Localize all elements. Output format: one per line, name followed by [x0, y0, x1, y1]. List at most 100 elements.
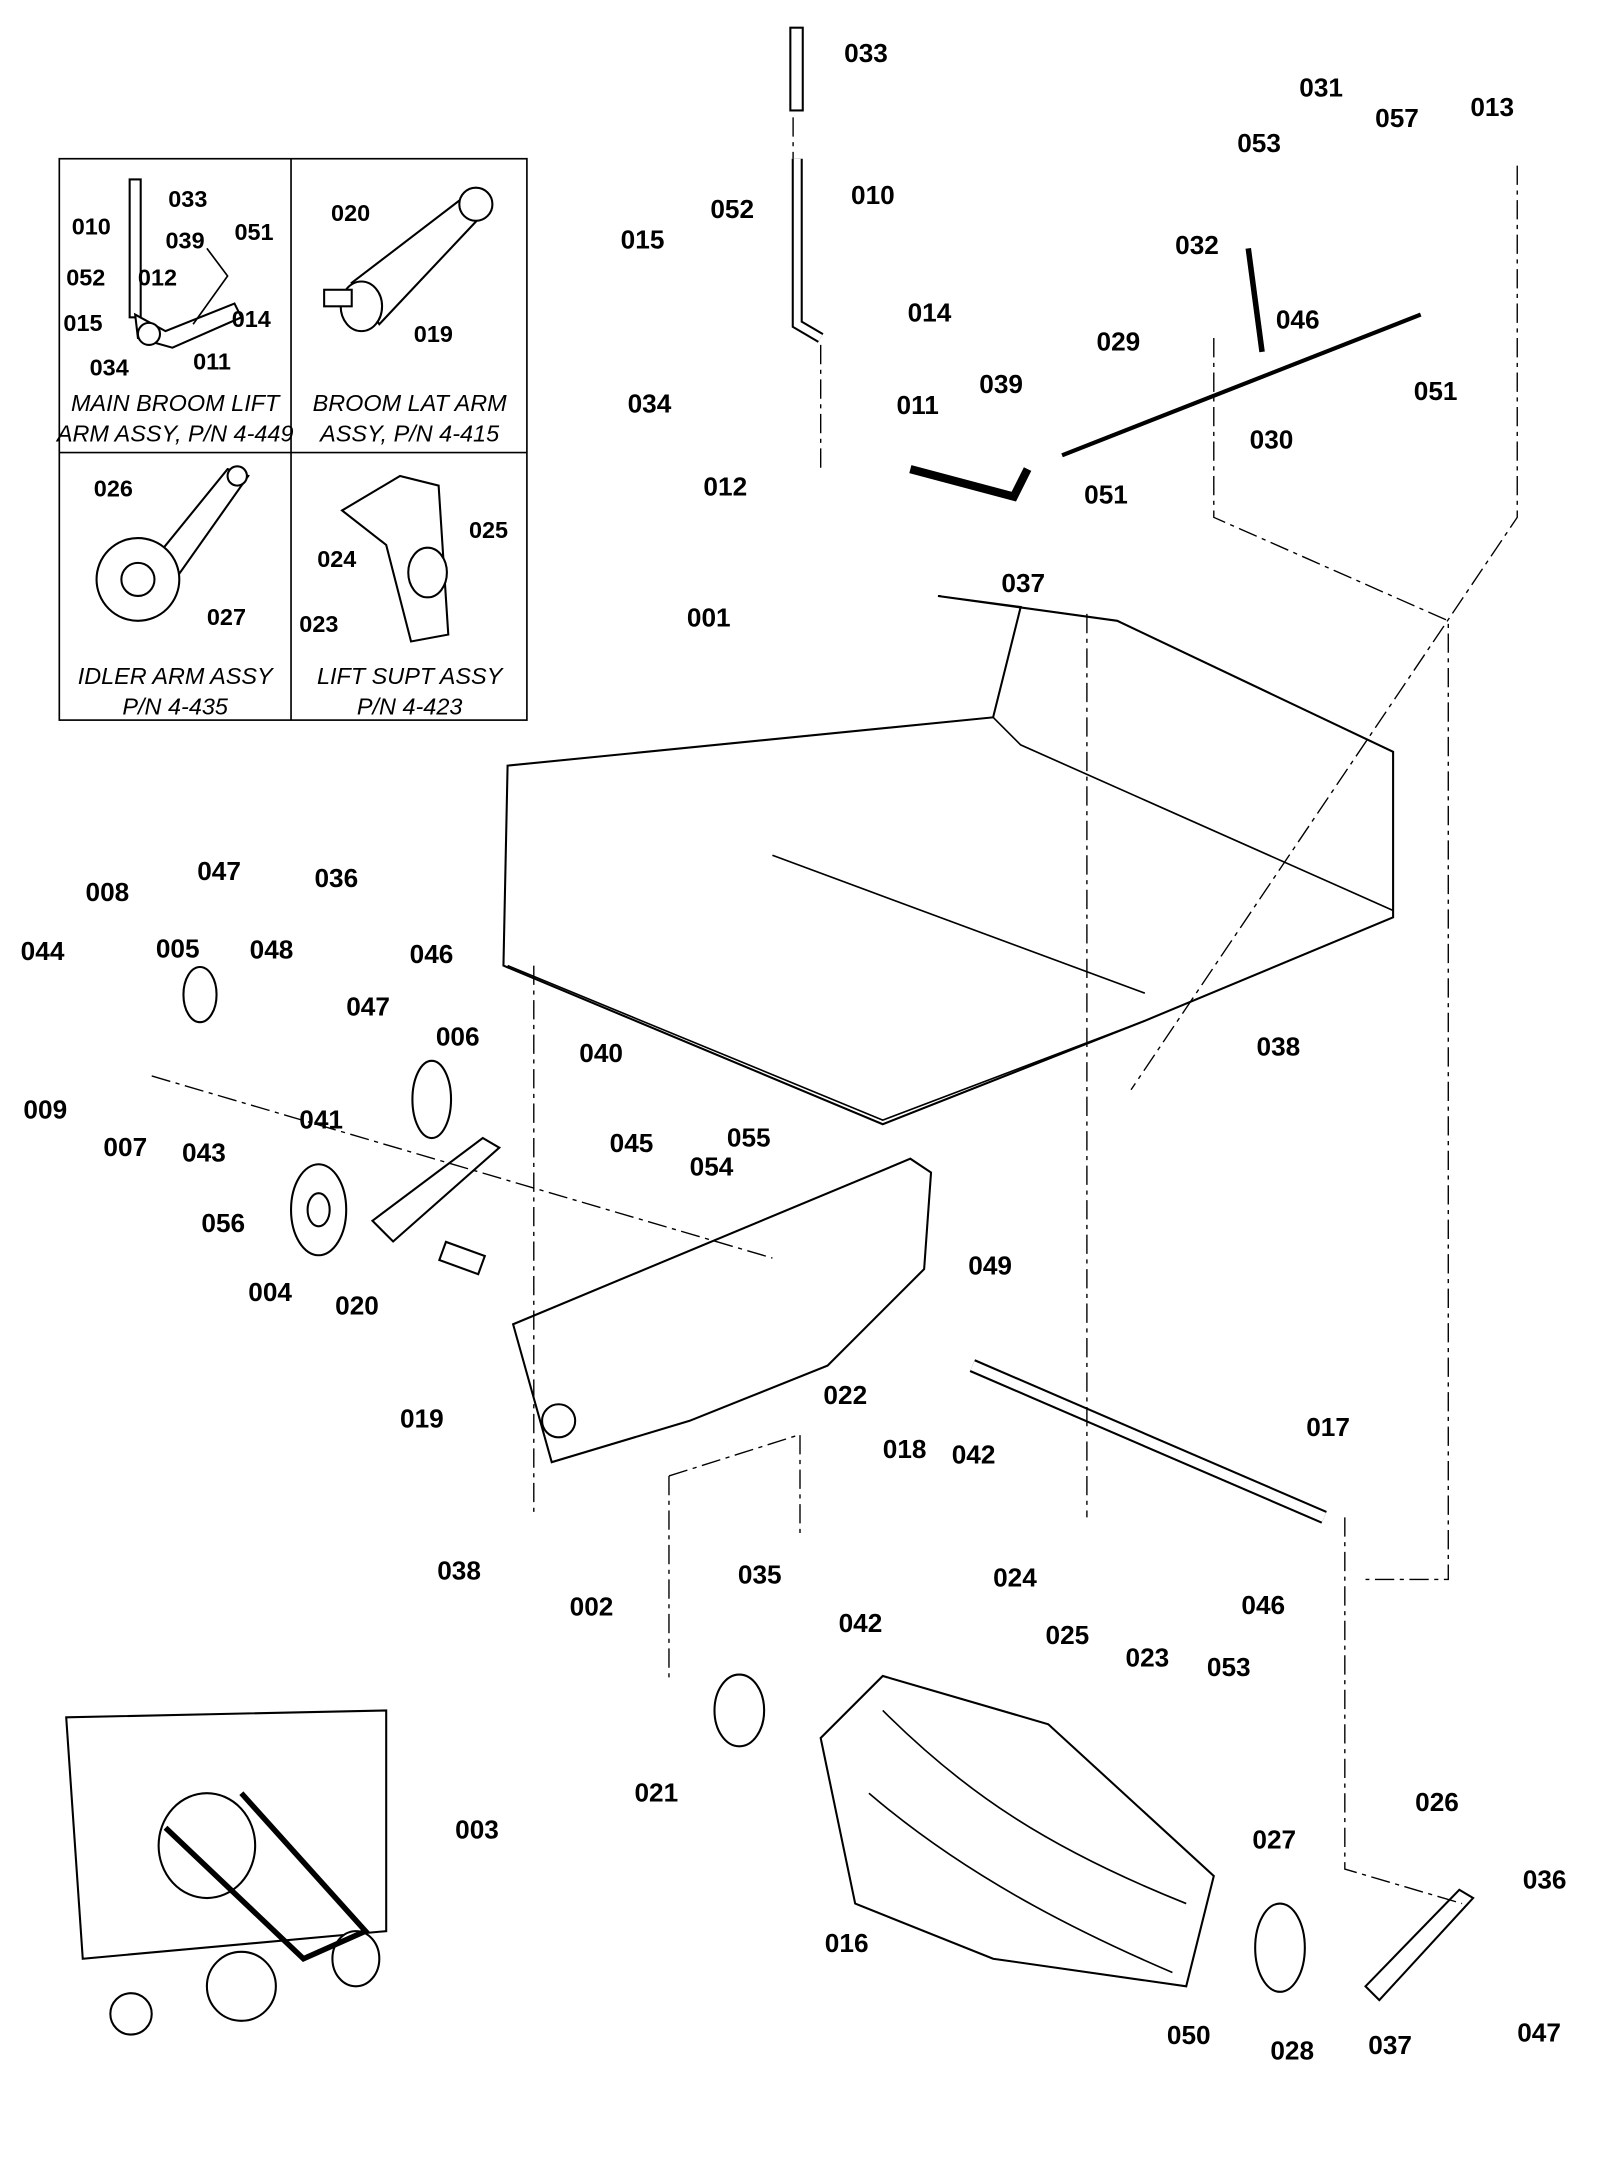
inset-caption: MAIN BROOM LIFT [71, 390, 281, 416]
callout-label: 005 [156, 933, 200, 963]
callout-label: 046 [410, 939, 454, 969]
inset-callout-label: 033 [168, 186, 207, 212]
callout-label: 026 [1415, 1787, 1459, 1817]
hood-001 [502, 594, 1395, 1126]
callout-label: 022 [823, 1380, 867, 1410]
callout-label: 035 [738, 1560, 782, 1590]
inset-callout-label: 011 [193, 349, 231, 375]
callout-label: 003 [455, 1815, 499, 1845]
callout-label: 006 [436, 1022, 480, 1052]
callout-label: 018 [883, 1434, 927, 1464]
inset-lat-arm-drawing [323, 186, 494, 333]
callout-label: 053 [1207, 1652, 1251, 1682]
callout-label: 037 [1001, 568, 1045, 598]
callout-label: 038 [437, 1555, 481, 1585]
callout-label: 042 [839, 1608, 883, 1638]
callout-label: 037 [1368, 2030, 1412, 2060]
broom-016 [819, 1674, 1215, 1988]
inset-captions: MAIN BROOM LIFT ARM ASSY, P/N 4-449 BROOM … [55, 390, 507, 719]
callout-label: 051 [1414, 376, 1458, 406]
callout-label: 049 [968, 1251, 1012, 1281]
callout-label: 032 [1175, 230, 1219, 260]
callout-label: 031 [1299, 73, 1343, 103]
inset-callout-label: 012 [138, 265, 177, 291]
callout-label: 038 [1257, 1031, 1301, 1061]
inset-callout-label: 010 [72, 214, 111, 240]
callout-label: 043 [182, 1137, 226, 1167]
callout-label: 013 [1470, 92, 1514, 122]
callout-label: 044 [21, 936, 65, 966]
callout-label: 051 [1084, 480, 1128, 510]
callout-label: 047 [346, 991, 390, 1021]
inset-callout-label: 034 [90, 354, 129, 380]
callout-label: 012 [703, 471, 747, 501]
broom-shaft-017 [969, 1359, 1327, 1524]
callout-label: 028 [1270, 2035, 1314, 2065]
callout-label: 050 [1167, 2020, 1211, 2050]
inset-lift-arm-drawing [128, 178, 243, 349]
callout-label: 004 [248, 1277, 292, 1307]
inset-callout-label: 039 [166, 227, 205, 253]
callout-label: 015 [621, 224, 665, 254]
callout-label: 009 [23, 1095, 67, 1125]
center-lines [151, 117, 1518, 1905]
inset-caption: P/N 4-435 [122, 694, 228, 720]
callout-label: 019 [400, 1404, 444, 1434]
idler-arm-026 [1364, 1888, 1475, 2002]
callout-label: 001 [687, 602, 731, 632]
inset-caption: IDLER ARM ASSY [78, 663, 275, 689]
inset-caption: BROOM LAT ARM [313, 390, 507, 416]
callout-label: 007 [103, 1132, 147, 1162]
inset-callout-label: 024 [317, 546, 356, 572]
inset-callout-label: 026 [94, 476, 133, 502]
callout-label: 056 [201, 1208, 245, 1238]
inset-caption: ARM ASSY, P/N 4-449 [55, 420, 294, 446]
callout-label: 008 [86, 877, 130, 907]
callout-label: 014 [908, 297, 952, 327]
inset-callout-label: 052 [66, 265, 105, 291]
callout-label: 023 [1126, 1642, 1170, 1672]
callout-label: 033 [844, 38, 888, 68]
callout-label: 034 [628, 389, 672, 419]
callout-label: 025 [1046, 1620, 1090, 1650]
callout-label: 057 [1375, 103, 1419, 133]
callouts: 033 010 015 052 014 034 011 039 012 051 029 030 032 0… [21, 38, 1567, 2065]
lift-shaft-011 [909, 465, 1032, 502]
inset-panel-grid [58, 157, 528, 721]
inset-caption: LIFT SUPT ASSY [317, 663, 505, 689]
callout-label: 048 [250, 935, 294, 965]
callout-label: 055 [727, 1122, 771, 1152]
callout-label: 036 [1523, 1864, 1567, 1894]
callout-label: 002 [570, 1591, 614, 1621]
inset-idler-arm-drawing [95, 465, 250, 622]
callout-label: 047 [197, 856, 241, 886]
callout-label: 016 [825, 1928, 869, 1958]
inset-caption: ASSY, P/N 4-415 [318, 420, 500, 446]
callout-label: 047 [1517, 2017, 1561, 2047]
callout-label: 046 [1241, 1590, 1285, 1620]
inset-callout-label: 020 [331, 200, 370, 226]
callout-label: 021 [634, 1777, 678, 1807]
callout-label: 039 [979, 369, 1023, 399]
lat-arm-020 [370, 1136, 502, 1276]
inset-callout-label: 027 [207, 604, 246, 630]
callout-label: 036 [314, 863, 358, 893]
callout-label: 046 [1276, 304, 1320, 334]
callout-label: 045 [610, 1128, 654, 1158]
callout-label: 020 [335, 1291, 379, 1321]
callout-label: 040 [579, 1038, 623, 1068]
inset-callout-label: 025 [469, 517, 508, 543]
inset-callout-label: 019 [414, 321, 453, 347]
pulleys [182, 965, 1306, 1993]
callout-label: 024 [993, 1562, 1037, 1592]
callout-label: 041 [299, 1104, 343, 1134]
side-plate-002 [511, 1157, 933, 1464]
inset-callout-label: 023 [299, 611, 338, 637]
callout-label: 029 [1097, 326, 1141, 356]
callout-label: 030 [1250, 424, 1294, 454]
inset-caption: P/N 4-423 [357, 694, 463, 720]
callout-label: 010 [851, 180, 895, 210]
callout-label: 011 [897, 390, 939, 420]
callout-label: 017 [1306, 1412, 1350, 1442]
